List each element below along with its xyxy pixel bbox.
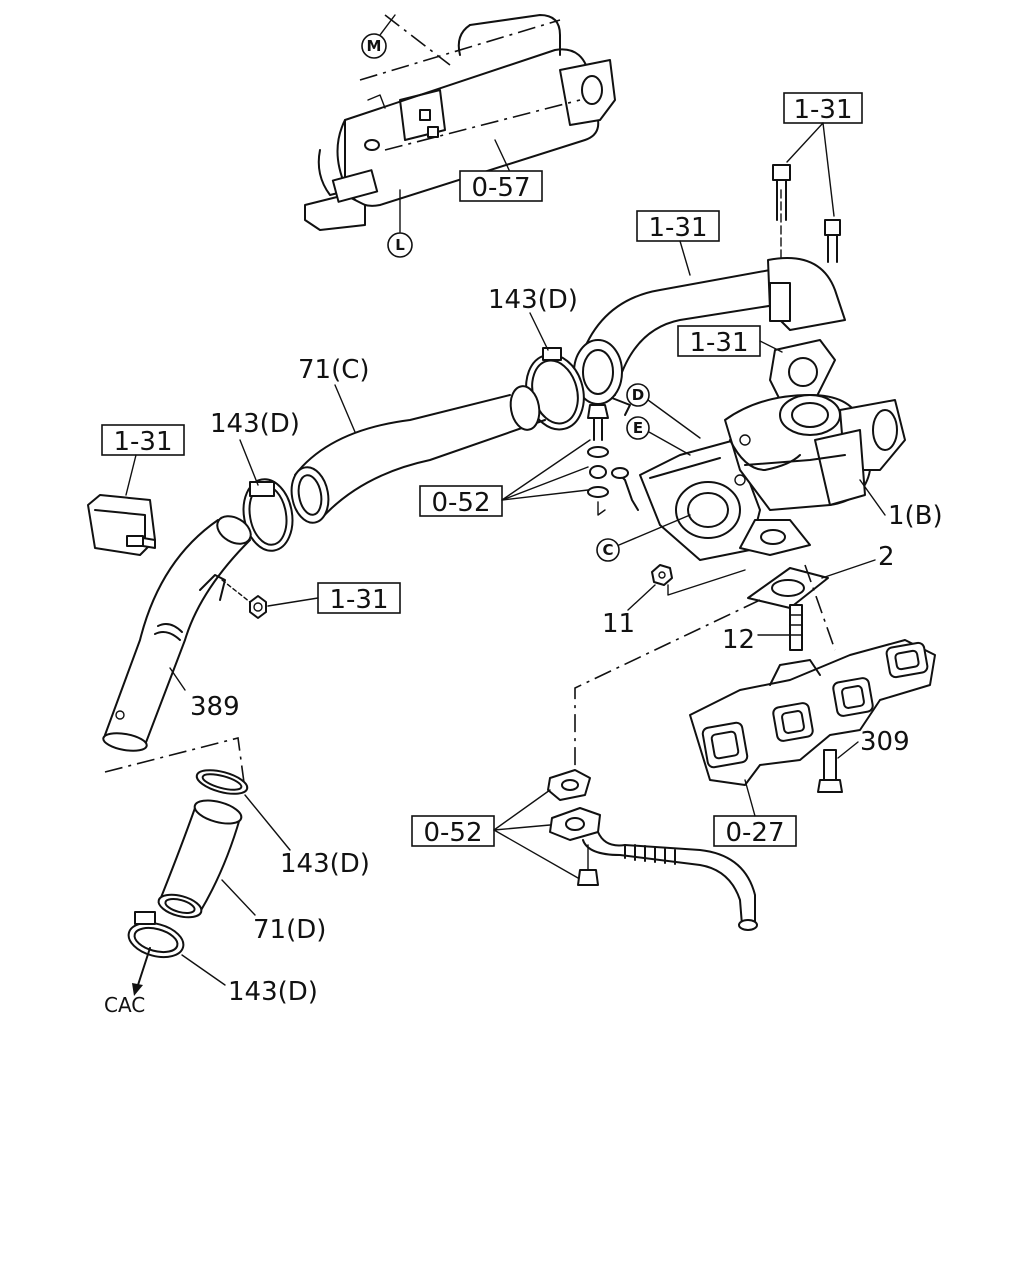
svg-text:0-52: 0-52	[423, 818, 482, 848]
gasket-2	[747, 567, 829, 609]
ref-box-0-57[interactable]: 0-57	[459, 170, 543, 203]
bolt-309	[817, 749, 843, 793]
clamp-143d-lower1	[195, 769, 249, 795]
egr-pipe	[573, 257, 846, 416]
svg-text:1-31: 1-31	[793, 95, 852, 125]
clamp-143d-left	[242, 478, 294, 552]
svg-text:0-57: 0-57	[471, 173, 530, 203]
label-309: 309	[860, 727, 910, 757]
ref-box-1-31-gasket[interactable]: 1-31	[677, 325, 761, 358]
label-143d-left: 143(D)	[210, 409, 300, 439]
marker-m: M	[361, 14, 396, 59]
sensor-block	[87, 494, 156, 556]
oil-pipe-lower	[547, 769, 758, 931]
svg-text:C: C	[602, 541, 613, 559]
label-12: 12	[722, 625, 755, 655]
svg-text:D: D	[632, 386, 644, 404]
marker-d: D	[626, 383, 701, 439]
label-143d-lower1: 143(D)	[280, 849, 370, 879]
ref-box-0-52-lower[interactable]: 0-52	[411, 815, 495, 848]
bolt-upper-right	[824, 219, 841, 263]
egr-gasket	[769, 339, 836, 401]
marker-l: L	[387, 232, 413, 258]
turbocharger	[611, 394, 906, 561]
svg-text:0-52: 0-52	[431, 488, 490, 518]
hose-71d	[157, 799, 243, 919]
svg-text:1-31: 1-31	[648, 213, 707, 243]
pipe-389	[102, 515, 252, 752]
label-143d-top: 143(D)	[488, 285, 578, 315]
clamp-143d-lower2	[127, 911, 185, 959]
svg-text:E: E	[633, 419, 643, 437]
label-2: 2	[878, 542, 895, 572]
svg-text:1-31: 1-31	[113, 427, 172, 457]
exhaust-manifold	[689, 639, 936, 786]
nut-11	[651, 564, 673, 586]
label-71d: 71(D)	[253, 915, 326, 945]
ref-box-0-27[interactable]: 0-27	[713, 815, 797, 848]
ref-box-1-31-top[interactable]: 1-31	[783, 92, 863, 125]
hose-71c	[290, 385, 546, 524]
label-71c: 71(C)	[298, 355, 370, 385]
ref-box-1-31-nut[interactable]: 1-31	[317, 582, 401, 615]
ref-box-1-31-left[interactable]: 1-31	[101, 424, 185, 457]
svg-text:1-31: 1-31	[329, 585, 388, 615]
nut-1-31	[221, 579, 267, 619]
ref-box-1-31-pipe[interactable]: 1-31	[636, 210, 720, 243]
svg-text:0-27: 0-27	[725, 818, 784, 848]
svg-text:M: M	[367, 37, 382, 55]
marker-c: C	[596, 514, 691, 562]
bolt-washer-set	[587, 404, 609, 516]
svg-text:1-31: 1-31	[689, 328, 748, 358]
svg-text:CAC: CAC	[104, 993, 145, 1017]
label-1b: 1(B)	[888, 501, 943, 531]
marker-e: E	[626, 416, 691, 456]
svg-text:L: L	[395, 236, 405, 254]
label-389: 389	[190, 692, 240, 722]
label-11: 11	[602, 609, 635, 639]
egr-cooler	[304, 14, 616, 233]
stud-12	[789, 604, 803, 651]
label-143d-lower2: 143(D)	[228, 977, 318, 1007]
ref-box-0-52-upper[interactable]: 0-52	[419, 485, 503, 518]
cac-arrow: CAC	[104, 947, 151, 1017]
